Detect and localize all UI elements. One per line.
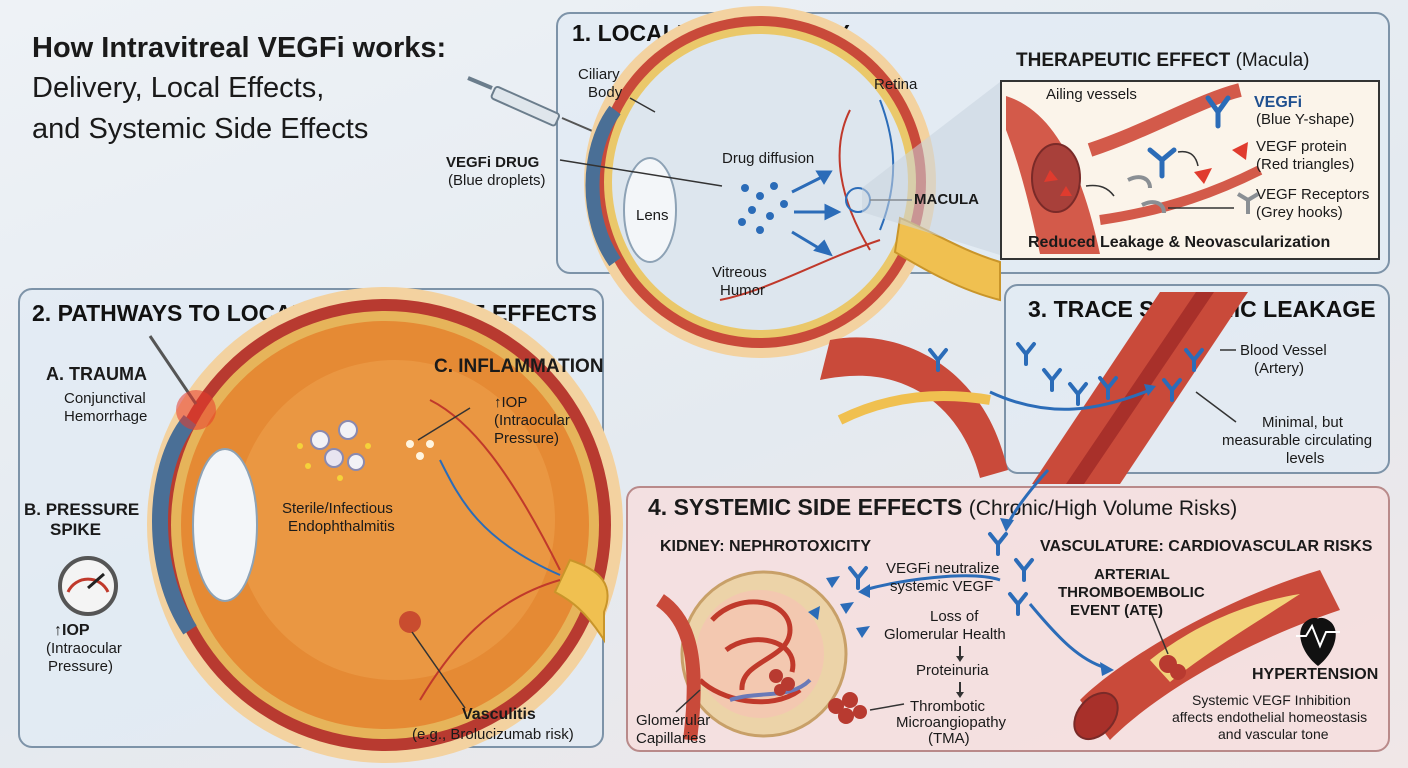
therapeutic-result: Reduced Leakage & Neovascularization xyxy=(1028,234,1331,251)
tma-clot-icon xyxy=(769,669,867,724)
glomerular-label-2: Capillaries xyxy=(636,730,707,747)
retina-label: Retina xyxy=(874,76,918,93)
leak-antibody-icons xyxy=(928,342,1204,406)
kidney-heading: KIDNEY: NEPHROTOXICITY xyxy=(660,538,871,555)
hypertension-label: HYPERTENSION xyxy=(1252,666,1379,683)
inhibition-label-1: Systemic VEGF Inhibition xyxy=(1192,692,1351,708)
iop-left-label-3: Pressure) xyxy=(48,658,114,675)
tma-label-3: (TMA) xyxy=(928,730,970,747)
iop-left-label-1: ↑IOP xyxy=(54,622,90,639)
therapeutic-title: THERAPEUTIC EFFECT (Macula) xyxy=(1016,50,1309,72)
drug-droplets xyxy=(738,182,788,234)
inflammation-label: C. INFLAMMATION xyxy=(434,356,604,377)
therapeutic-title-bold: THERAPEUTIC EFFECT xyxy=(1016,50,1231,71)
vessel-label-1: Blood Vessel xyxy=(1240,342,1327,359)
heart-ecg-icon xyxy=(1296,617,1340,666)
loss-label-2: Glomerular Health xyxy=(884,626,1006,643)
tma-label-2: Microangiopathy xyxy=(896,714,1007,731)
vegfi-y-icon xyxy=(1147,95,1231,179)
therapeutic-title-rest: (Macula) xyxy=(1235,50,1310,71)
inhibition-label-3: and vascular tone xyxy=(1218,726,1329,742)
main-subtitle-1: Delivery, Local Effects, xyxy=(32,72,325,104)
ciliary-label-1: Ciliary xyxy=(578,66,620,83)
vasculitis-label: Vasculitis xyxy=(462,706,536,723)
drug-sublabel: (Blue droplets) xyxy=(448,172,546,189)
hemorrhage-label-2: Hemorrhage xyxy=(64,408,148,425)
proteinuria-label: Proteinuria xyxy=(916,662,989,679)
vitreous-label-1: Vitreous xyxy=(712,264,767,281)
iop-left-label-2: (Intraocular xyxy=(46,640,122,657)
ailing-label: Ailing vessels xyxy=(1046,86,1137,103)
iop-right-label-3: Pressure) xyxy=(494,430,560,447)
inhibition-label-2: affects endothelial homeostasis xyxy=(1172,709,1368,725)
iop-right-label-1: ↑IOP xyxy=(494,394,528,411)
tma-label-1: Thrombotic xyxy=(910,698,986,715)
pressure-label-2: SPIKE xyxy=(50,520,102,539)
diffusion-label: Drug diffusion xyxy=(722,150,815,167)
macula-label: MACULA xyxy=(914,191,979,208)
loss-label-1: Loss of xyxy=(930,608,979,625)
ate-label-2: THROMBOEMBOLIC xyxy=(1058,584,1205,601)
main-title: How Intravitreal VEGFi works: xyxy=(32,32,447,64)
diffusion-arrows xyxy=(791,170,842,257)
endophthalmitis-label-1: Sterile/Infectious xyxy=(282,500,393,517)
ate-label-1: ARTERIAL xyxy=(1094,566,1170,583)
inflammatory-cells xyxy=(297,420,434,481)
vasculitis-spot xyxy=(399,611,421,633)
glomerular-capillaries xyxy=(698,599,802,705)
neutralize-label-2: systemic VEGF xyxy=(890,578,994,595)
vegfi-sublabel: (Blue Y-shape) xyxy=(1256,111,1355,128)
protein-label-1: VEGF protein xyxy=(1256,138,1347,155)
receptor-label-1: VEGF Receptors xyxy=(1256,186,1370,203)
minimal-label-3: levels xyxy=(1286,450,1325,467)
trauma-label: A. TRAUMA xyxy=(46,364,147,384)
iop-right-label-2: (Intraocular xyxy=(494,412,570,429)
vessel-label-2: (Artery) xyxy=(1254,360,1304,377)
ciliary-label-2: Body xyxy=(588,84,623,101)
neutralize-label-1: VEGFi neutralize xyxy=(886,560,1000,577)
systemic-title: 4. SYSTEMIC SIDE EFFECTS (Chronic/High V… xyxy=(648,494,1237,521)
receptor-hook-icon xyxy=(1127,175,1260,214)
hemorrhage-label-1: Conjunctival xyxy=(64,390,146,407)
ate-label-3: EVENT (ATE) xyxy=(1070,602,1164,619)
receptor-label-2: (Grey hooks) xyxy=(1256,204,1343,221)
systemic-title-bold: 4. SYSTEMIC SIDE EFFECTS xyxy=(648,494,963,520)
glomerular-label-1: Glomerular xyxy=(636,712,711,729)
protein-label-2: (Red triangles) xyxy=(1256,156,1355,173)
pressure-label-1: B. PRESSURE xyxy=(24,500,140,519)
drug-label: VEGFi DRUG xyxy=(446,154,540,171)
lens-label: Lens xyxy=(636,207,669,224)
vegf-triangle-icon xyxy=(1232,142,1248,160)
vitreous-label-2: Humor xyxy=(720,282,766,299)
pressure-gauge-icon xyxy=(58,556,118,616)
minimal-label-1: Minimal, but xyxy=(1262,414,1343,431)
vasculature-heading: VASCULATURE: CARDIOVASCULAR RISKS xyxy=(1040,538,1373,555)
vegfi-label: VEGFi xyxy=(1254,94,1303,111)
vasculitis-sublabel: (e.g., Brolucizumab risk) xyxy=(412,726,574,743)
main-subtitle-2: and Systemic Side Effects xyxy=(32,113,369,145)
endophthalmitis-label-2: Endophthalmitis xyxy=(288,518,395,535)
systemic-title-rest: (Chronic/High Volume Risks) xyxy=(968,497,1238,520)
minimal-label-2: measurable circulating xyxy=(1222,432,1373,449)
